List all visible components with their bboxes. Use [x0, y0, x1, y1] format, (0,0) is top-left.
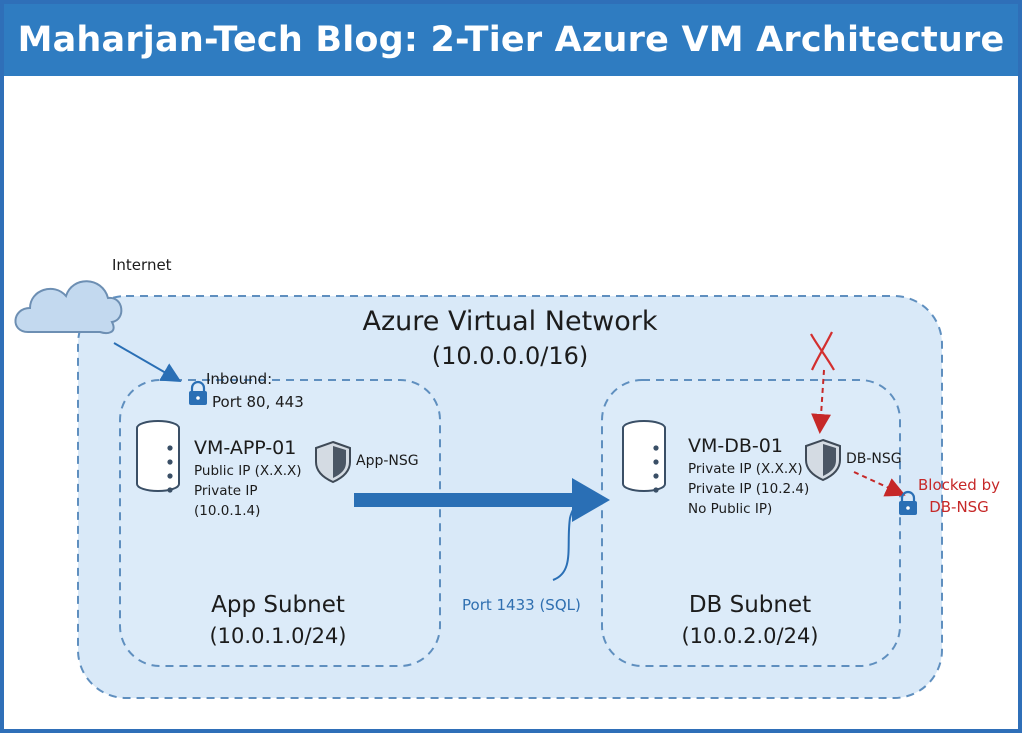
app-vm-private-ip: Private IP — [194, 483, 258, 499]
app-nsg-label: App-NSG — [356, 453, 419, 469]
db-subnet-cidr: (10.0.2.0/24) — [681, 624, 819, 648]
lock-icon — [899, 490, 917, 515]
app-subnet-cidr: (10.0.1.0/24) — [209, 624, 347, 648]
blocked-internet-arrow — [811, 369, 832, 434]
db-vm-name: VM-DB-01 — [688, 435, 783, 457]
app-to-db-arrow — [354, 478, 610, 522]
db-vm-no-public-ip: No Public IP) — [688, 501, 773, 517]
app-subnet-name: App Subnet — [211, 592, 345, 618]
db-nsg-label: DB-NSG — [846, 451, 902, 467]
page-title: Maharjan-Tech Blog: 2-Tier Azure VM Arch… — [17, 20, 1005, 60]
vnet-title: Azure Virtual Network — [362, 306, 658, 337]
server-icon — [136, 420, 180, 493]
blocked-label-line1: Blocked by — [918, 476, 1000, 494]
inbound-rule-title: Inbound: — [206, 370, 273, 388]
port-connector — [552, 503, 581, 581]
blocked-label-line2: DB-NSG — [929, 498, 989, 516]
internet-label: Internet — [112, 256, 172, 274]
db-vm-private-ip-2: Private IP (10.2.4) — [688, 481, 810, 497]
db-vm-private-ip-1: Private IP (X.X.X) — [688, 461, 803, 477]
vnet-cidr: (10.0.0.0/16) — [431, 342, 589, 370]
shield-icon — [805, 438, 841, 482]
cloud-icon — [14, 280, 123, 334]
app-vm-name: VM-APP-01 — [194, 437, 297, 459]
app-vm-public-ip: Public IP (X.X.X) — [194, 463, 302, 479]
lock-icon — [189, 380, 207, 405]
port-1433-label: Port 1433 (SQL) — [462, 596, 581, 614]
app-subnet-boundary — [119, 379, 441, 667]
server-icon — [622, 420, 666, 493]
db-subnet-name: DB Subnet — [688, 592, 812, 618]
app-vm-private-ip-value: (10.0.1.4) — [194, 503, 261, 519]
shield-icon — [315, 440, 351, 484]
title-bar: Maharjan-Tech Blog: 2-Tier Azure VM Arch… — [4, 4, 1018, 76]
x-mark-icon — [810, 331, 835, 371]
inbound-rule-ports: Port 80, 443 — [212, 393, 304, 411]
internet-inbound-arrow — [113, 342, 182, 383]
